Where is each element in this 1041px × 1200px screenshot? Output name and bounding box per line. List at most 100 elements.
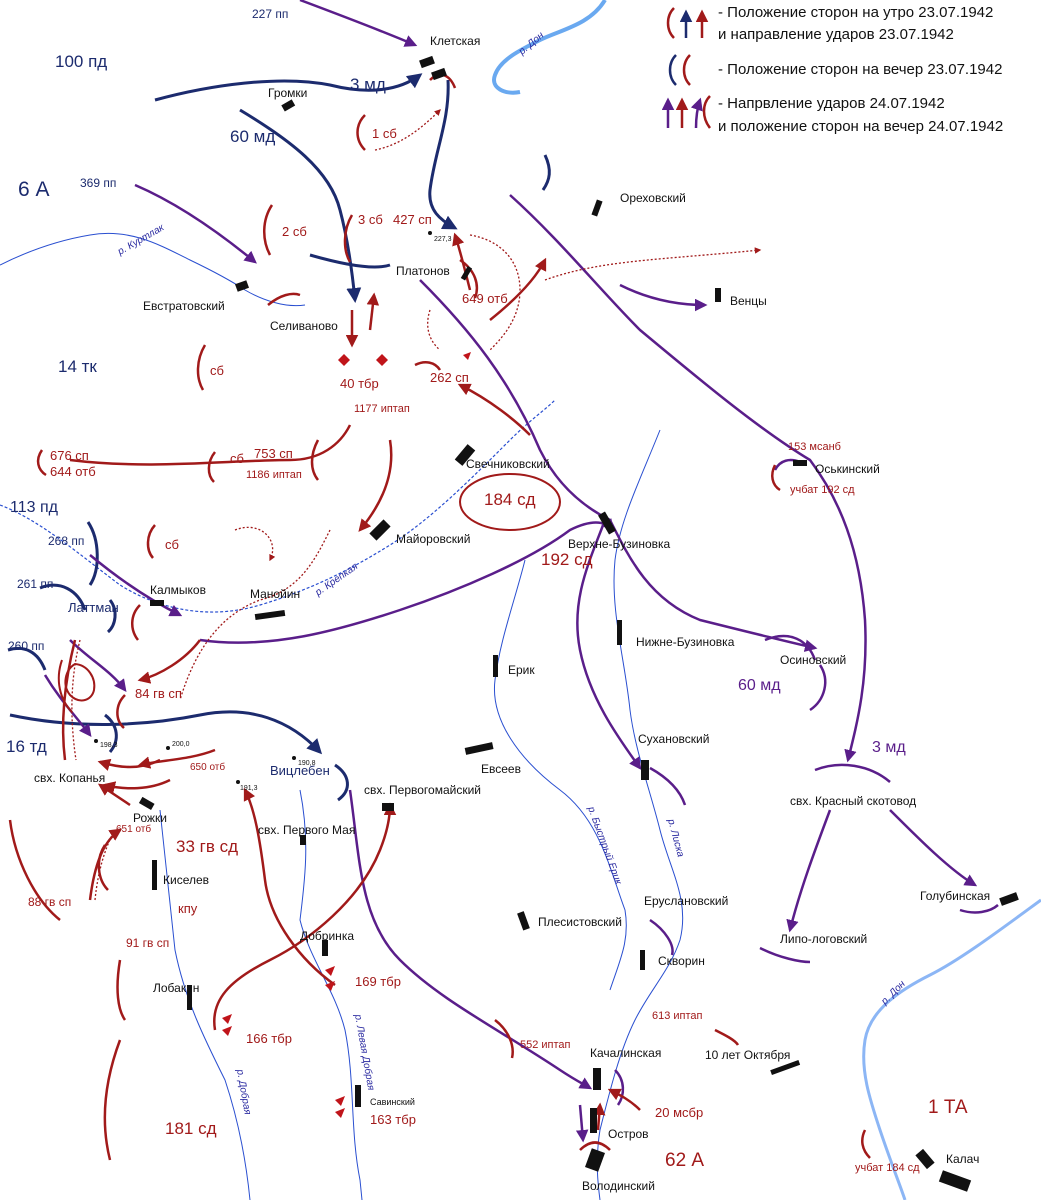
arc-volodin (579, 1141, 611, 1151)
place-venzy: Венцы (730, 294, 767, 308)
place-mayorovsky: Майоровский (396, 532, 470, 546)
strike-verkhne (509, 194, 867, 763)
place-skvorin: Скворин (658, 954, 705, 968)
arc-eruslan (649, 918, 674, 956)
arc-lobakin (116, 959, 127, 1021)
river-kurtlak (0, 232, 306, 307)
unit-16td: 16 тд (6, 737, 47, 756)
arc-113 (86, 521, 99, 586)
strike-651 (97, 783, 131, 807)
strike-golub (889, 809, 978, 887)
place-nizhne-buzinovka: Нижне-Бузиновка (636, 635, 735, 649)
arc-181 (103, 1039, 122, 1161)
arc-krasny (814, 763, 891, 783)
strike-to-262 (457, 383, 531, 436)
place-svechnikovsky: Свечниковский (466, 457, 550, 471)
unit-62a: 62 А (665, 1150, 704, 1171)
place-lobakin: Лобакин (153, 981, 199, 995)
unit-644otb: 644 отб (50, 464, 96, 479)
unit-sb-a: сб (210, 363, 224, 378)
strike-kopanya-2 (102, 778, 171, 794)
unit-1186iptap: 1186 иптап (246, 469, 302, 481)
unit-552iptap: 552 иптап (520, 1039, 571, 1051)
arc-sb-a (196, 344, 207, 391)
strike-169 (243, 787, 336, 987)
place-pervomaysky: свх. Первогомайский (364, 783, 481, 797)
arc-260 (7, 646, 47, 671)
soviet-lines (8, 73, 871, 1161)
place-rozhki: Рожки (133, 811, 167, 825)
unit-3md-n: 3 мд (350, 75, 386, 94)
arc-552 (494, 1019, 514, 1059)
arc-ubat184 (861, 1129, 871, 1159)
unit-427sp: 427 сп (393, 212, 432, 227)
unit-261pp: 261 пп (17, 577, 53, 591)
unit-649otb: 649 отб (462, 291, 508, 306)
strike-kopanya-3 (97, 758, 161, 771)
legend-icon-morning (666, 7, 709, 39)
strike-vertical (576, 519, 642, 771)
strike-lattman-r (61, 639, 77, 761)
unit-14tk: 14 тк (58, 357, 97, 376)
arc-88 (8, 819, 61, 921)
arc-3sb (343, 214, 354, 263)
strike-227pp (299, 0, 418, 47)
arc-osinovsky-2 (809, 664, 827, 712)
unit-753sp: 753 сп (254, 446, 293, 461)
settlement-blocks (138, 55, 1019, 1192)
strike-369pp (134, 183, 257, 264)
strike-to-venzy (619, 283, 708, 312)
unit-ubat192: учбат 192 сд (790, 484, 855, 496)
arc-640 (771, 464, 781, 492)
strike-40tbr-b (366, 292, 380, 331)
place-kalmykov: Калмыков (150, 583, 206, 597)
place-krasny-skotovod: свх. Красный скотовод (790, 794, 916, 808)
place-dobrinka: Добринка (300, 929, 354, 943)
place-selivanovo: Селиваново (270, 319, 338, 333)
river-label-don-n: р. Дон (516, 30, 547, 58)
river-label-liska: р. Лиска (665, 817, 686, 859)
place-evstratovsky: Евстратовский (143, 299, 225, 313)
place-plesistovsky: Плесистовский (538, 915, 622, 929)
strike-166 (213, 802, 397, 1031)
place-volodinsky: Володинский (582, 1179, 655, 1193)
arc-kachal (614, 1069, 625, 1106)
arc-vitsleben (334, 763, 349, 802)
axis-3md (154, 73, 423, 102)
river-label-dobraya: р. Добрая (234, 1067, 254, 1116)
unit-88gvsp: 88 гв сп (28, 895, 71, 909)
arc-369pp (309, 253, 391, 269)
strike-lipo (786, 809, 832, 933)
soviet-dotted (71, 109, 762, 901)
unit-91gvsp: 91 гв сп (126, 936, 169, 950)
unit-1177iptap: 1177 иптап (354, 403, 410, 415)
unit-sb-c: сб (165, 537, 179, 552)
legend-morning-line2: и направление ударов 23.07.1942 (718, 26, 954, 43)
unit-227pp: 227 пп (252, 7, 288, 21)
unit-3sb: 3 сб (358, 212, 383, 227)
unit-33gvsd: 33 гв сд (176, 837, 238, 856)
german-lines (7, 73, 551, 802)
unit-184sd: 184 сд (484, 490, 536, 509)
unit-3md-s: 3 мд (872, 739, 906, 756)
place-verkhne-buzinovka: Верхне-Бузиновка (568, 537, 671, 551)
place-evseev: Евсеев (481, 762, 521, 776)
unit-369pp: 369 пп (80, 176, 116, 190)
place-orekhovsky: Ореховский (620, 191, 686, 205)
arc-sb-c (146, 524, 156, 559)
height-227: 227,3 (434, 236, 452, 243)
arc-676 (36, 449, 47, 477)
arc-262 (414, 361, 442, 371)
place-pervogo-maya: свх. Первого Мая (258, 823, 355, 837)
arc-sel (267, 292, 301, 306)
river-krepkaya (0, 399, 556, 613)
place-sukhanovsky: Сухановский (638, 732, 709, 746)
arc-1186 (310, 439, 320, 481)
unit-100pd: 100 пд (55, 52, 107, 71)
place-ostrov: Остров (608, 1127, 649, 1141)
place-oktyabrya: 10 лет Октября (705, 1048, 790, 1062)
arc-kalmykov-r (131, 604, 141, 641)
arc-261 (39, 583, 87, 611)
place-platonov: Платонов (396, 264, 450, 278)
unit-268pp: 268 пп (48, 534, 84, 548)
